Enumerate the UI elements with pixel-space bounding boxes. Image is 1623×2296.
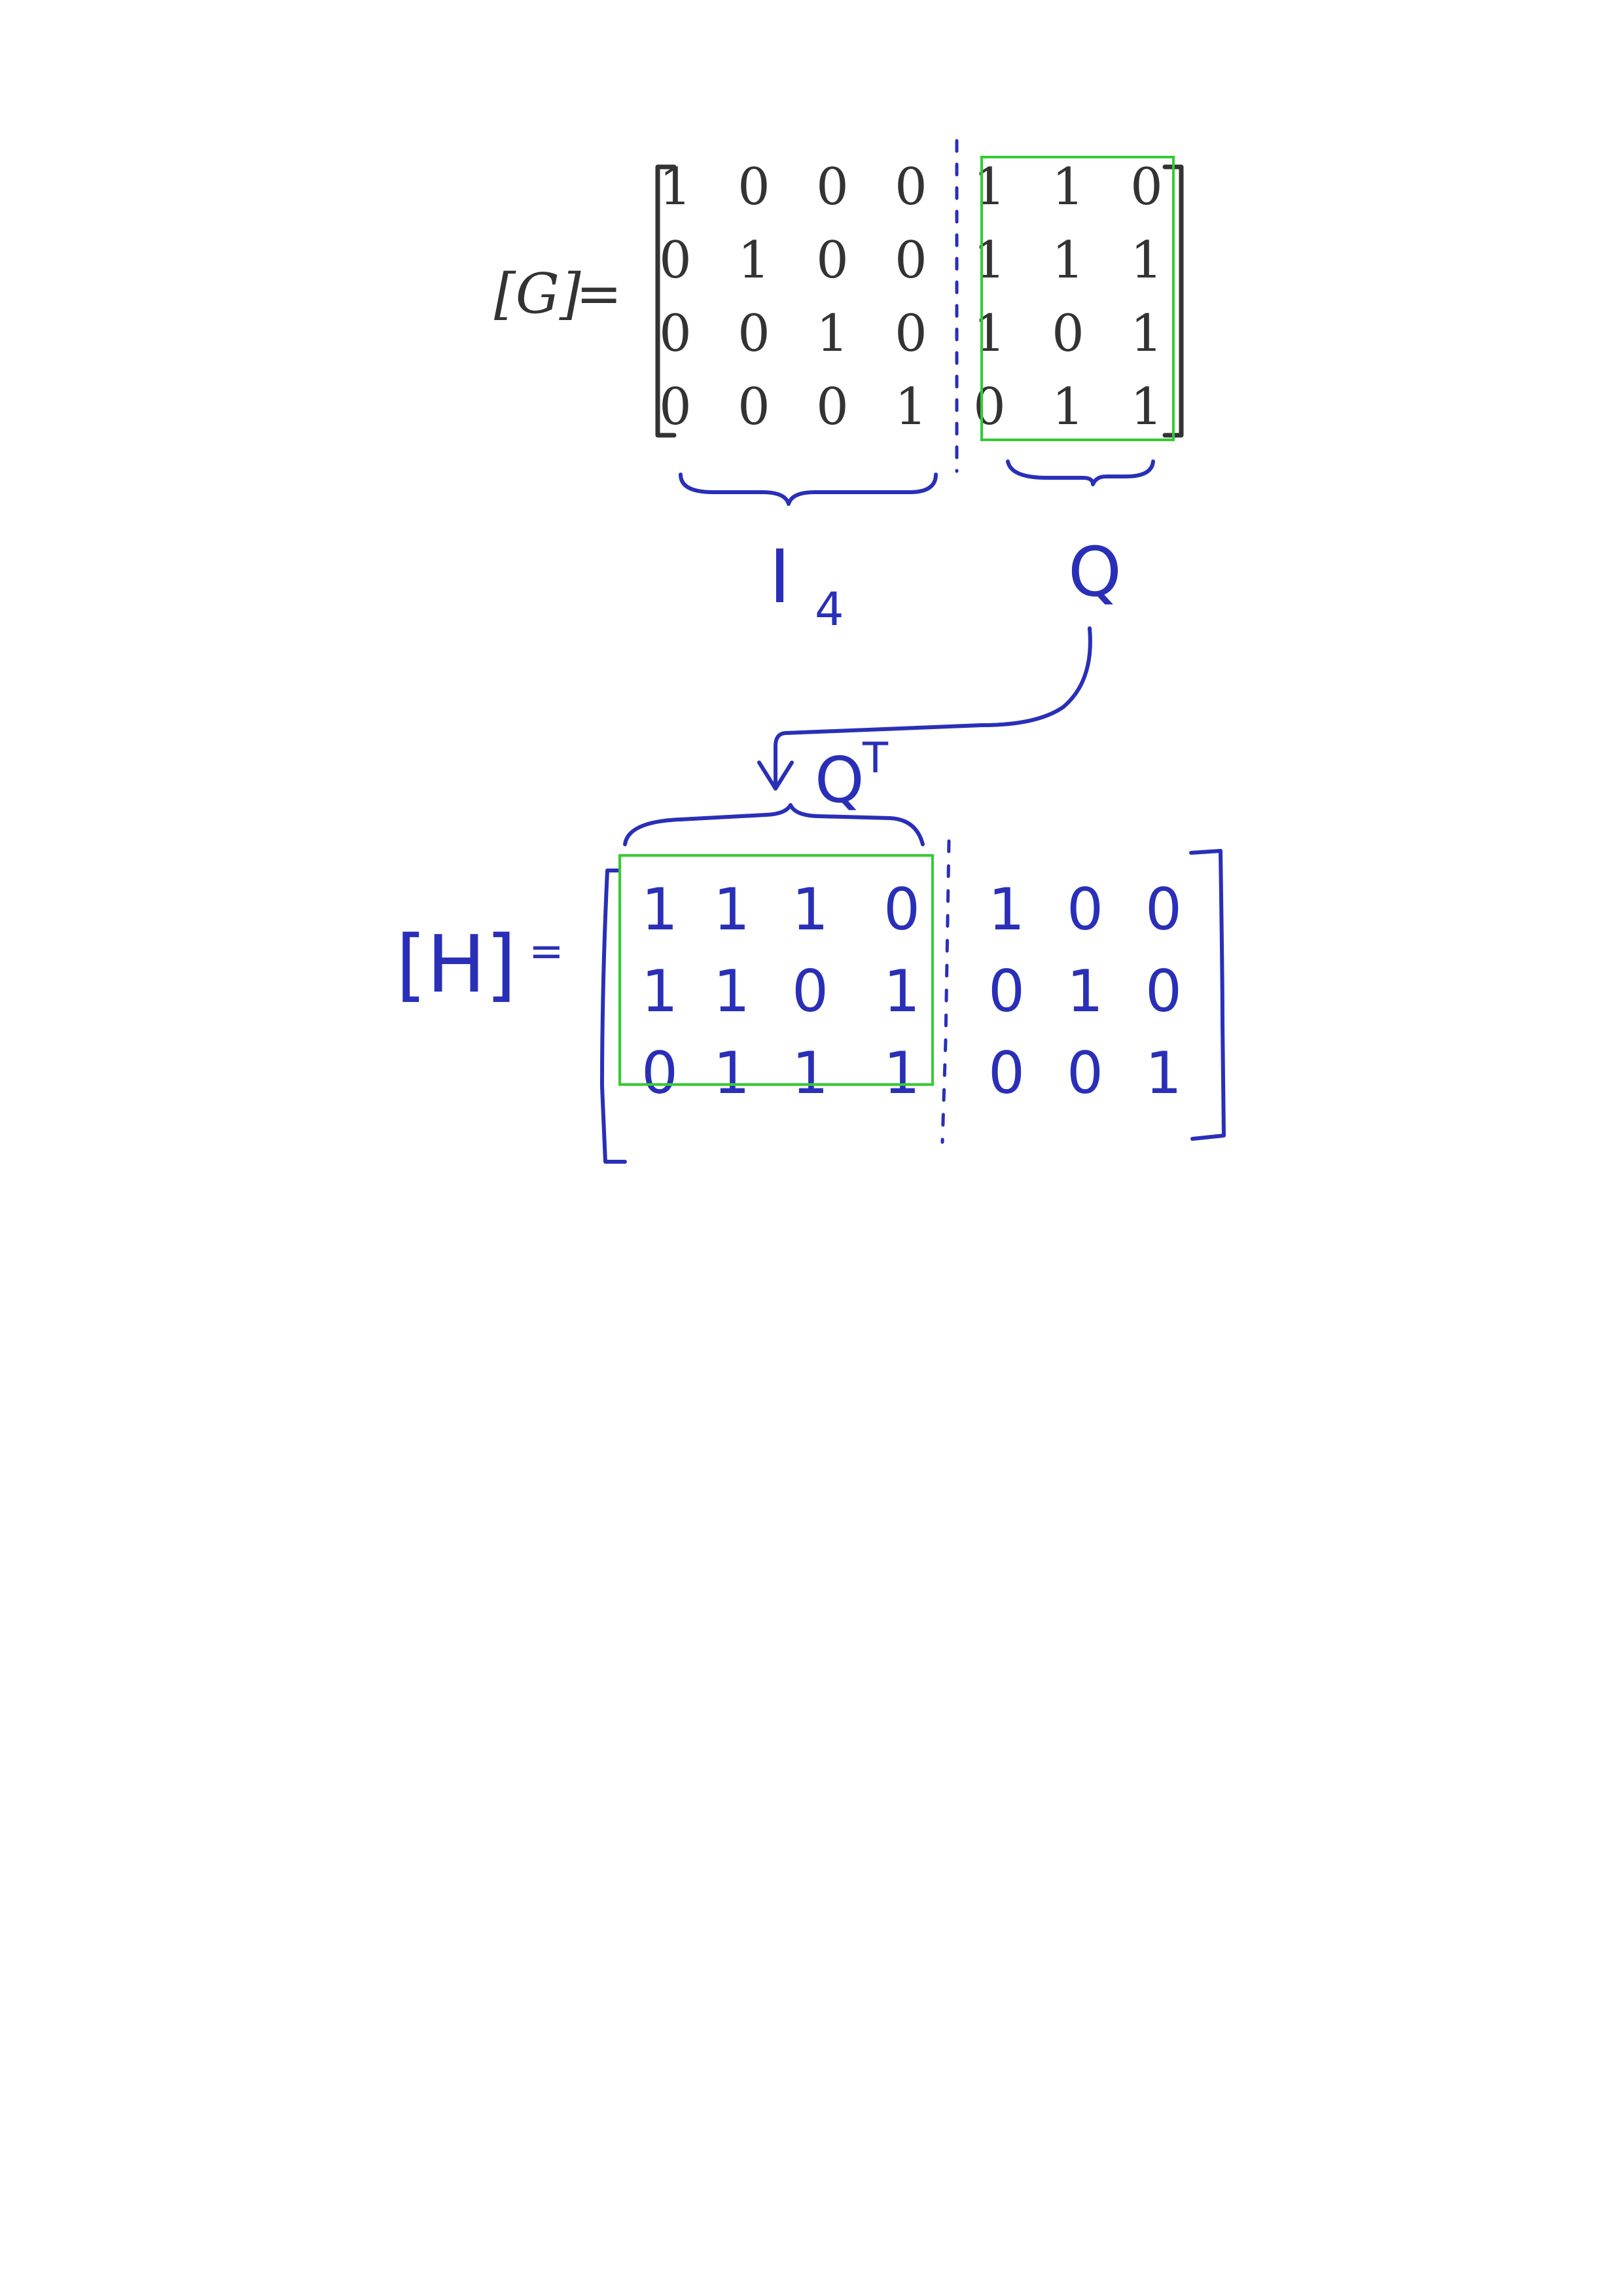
qt-superscript: T: [862, 734, 889, 783]
q-block-highlight: [980, 156, 1175, 441]
identity-label: I: [769, 535, 791, 620]
h-entry-r3-c4: 1: [883, 1039, 920, 1107]
g-entry-r4-c2: 0: [738, 378, 770, 437]
h-entry-r1-c5: 1: [988, 876, 1025, 943]
h-entry-r2-c4: 1: [883, 958, 920, 1025]
qt-label: Q: [815, 744, 865, 817]
h-entry-r1-c3: 1: [792, 876, 829, 943]
g-entry-r3-c4: 0: [895, 304, 927, 363]
g-entry-r3-c5: 1: [973, 304, 1006, 363]
h-entry-r3-c7: 1: [1145, 1039, 1182, 1107]
q-underbrace: [1006, 459, 1155, 486]
g-entry-r1-c5: 1: [973, 158, 1006, 217]
h-equals-sign: =: [529, 927, 564, 976]
h-label: [H]: [396, 920, 516, 1011]
g-entry-r1-c3: 0: [816, 158, 849, 217]
h-entry-r1-c6: 0: [1067, 876, 1103, 943]
g-entry-r2-c3: 0: [816, 231, 849, 290]
g-entry-r4-c6: 1: [1052, 378, 1084, 437]
g-left-bracket: [655, 164, 677, 438]
transpose-arrow-line: [774, 626, 1092, 787]
h-right-bracket: [1189, 849, 1226, 1141]
g-label: [G]: [494, 262, 581, 326]
g-entry-r4-c4: 1: [895, 378, 927, 437]
h-entry-r1-c4: 0: [883, 876, 920, 943]
h-entry-r3-c6: 0: [1067, 1039, 1103, 1107]
g-entry-r1-c4: 0: [895, 158, 927, 217]
g-entry-r1-c1: 1: [659, 158, 692, 217]
h-entry-r3-c1: 0: [641, 1039, 678, 1107]
h-entry-r1-c7: 0: [1145, 876, 1182, 943]
g-entry-r3-c6: 0: [1052, 304, 1084, 363]
g-entry-r1-c7: 0: [1130, 158, 1163, 217]
g-entry-r1-c2: 0: [738, 158, 770, 217]
q-label: Q: [1068, 532, 1122, 612]
g-annotations: I 4 Q: [679, 459, 1155, 636]
h-entry-r2-c6: 1: [1067, 958, 1103, 1025]
g-equals-sign: =: [576, 262, 622, 326]
g-entry-r4-c5: 0: [973, 378, 1006, 437]
h-entry-r2-c3: 0: [792, 958, 829, 1025]
g-entry-r3-c1: 0: [659, 304, 692, 363]
g-entry-r3-c3: 1: [816, 304, 849, 363]
g-entry-r2-c5: 1: [973, 231, 1006, 290]
h-entry-r2-c5: 0: [988, 958, 1025, 1025]
g-entry-r4-c7: 1: [1130, 378, 1163, 437]
g-entry-r3-c7: 1: [1130, 304, 1163, 363]
g-entry-r2-c1: 0: [659, 231, 692, 290]
g-entry-r2-c4: 0: [895, 231, 927, 290]
h-entry-r1-c2: 1: [713, 876, 750, 943]
transpose-arrow: Q T: [623, 626, 1092, 846]
transpose-arrowhead: [757, 761, 794, 791]
qt-overbrace: [623, 803, 925, 846]
h-left-bracket: [600, 869, 627, 1164]
g-entry-r4-c1: 0: [659, 378, 692, 437]
g-entry-r4-c3: 0: [816, 378, 849, 437]
g-entry-r2-c7: 1: [1130, 231, 1163, 290]
qt-block-highlight: [618, 854, 934, 1086]
h-entry-r2-c1: 1: [641, 958, 678, 1025]
g-entry-r1-c6: 1: [1052, 158, 1084, 217]
h-entry-r1-c1: 1: [641, 876, 678, 943]
h-entry-r3-c3: 1: [792, 1039, 829, 1107]
g-entry-r2-c2: 1: [738, 231, 770, 290]
g-entry-r3-c2: 0: [738, 304, 770, 363]
identity-underbrace: [679, 473, 938, 506]
h-partition-separator: [940, 839, 951, 1144]
identity-subscript: 4: [815, 583, 844, 636]
h-entry-r3-c2: 1: [713, 1039, 750, 1107]
g-entry-r2-c6: 1: [1052, 231, 1084, 290]
h-entry-r2-c2: 1: [713, 958, 750, 1025]
h-entry-r3-c5: 0: [988, 1039, 1025, 1107]
h-entry-r2-c7: 0: [1145, 958, 1182, 1025]
